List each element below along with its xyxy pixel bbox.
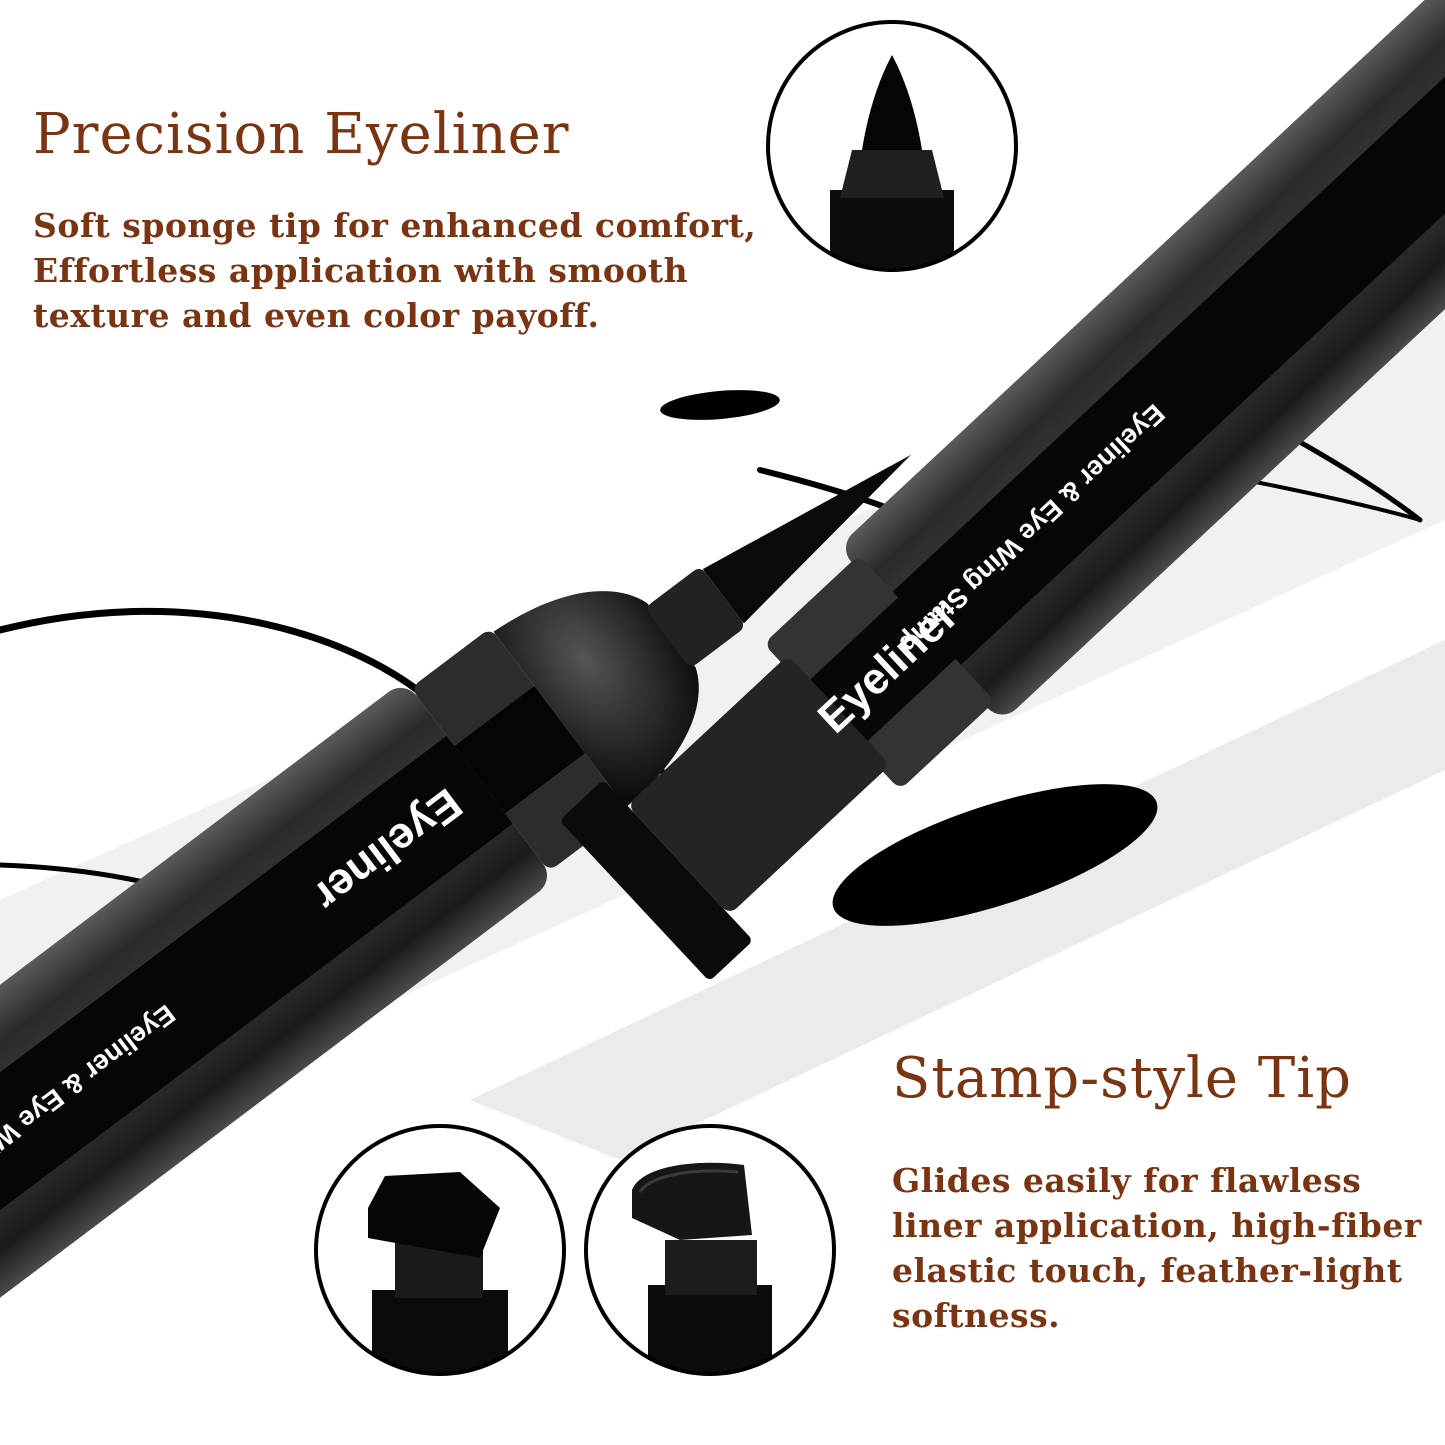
right-pen: Eyeliner Eyeliner & Eye Wing Stamp: [561, 0, 1445, 979]
stamp-line-3: elastic touch, feather-light: [892, 1251, 1403, 1290]
stamp-line-2: liner application, high-fiber: [892, 1206, 1422, 1245]
precision-heading: Precision Eyeliner: [33, 102, 570, 167]
precision-description: Soft sponge tip for enhanced comfort, Ef…: [33, 203, 756, 338]
stamp-line-4: softness.: [892, 1296, 1061, 1335]
ink-wing-shape: [660, 390, 1158, 926]
stamp-line-1: Glides easily for flawless: [892, 1161, 1362, 1200]
stamp-heading: Stamp-style Tip: [892, 1046, 1352, 1111]
precision-line-2: Effortless application with smooth: [33, 251, 689, 290]
stamp-description: Glides easily for flawless liner applica…: [892, 1158, 1422, 1338]
stamp-tip-closeup-icon: [314, 1124, 566, 1376]
liner-tip-closeup-icon: [766, 20, 1018, 272]
stamp-tip-sponge-closeup-icon: [584, 1124, 836, 1376]
precision-line-3: texture and even color payoff.: [33, 296, 600, 335]
left-pen: Eyeliner Eyeliner & Eye Wing Stamp: [0, 454, 912, 1420]
precision-line-1: Soft sponge tip for enhanced comfort,: [33, 206, 757, 245]
